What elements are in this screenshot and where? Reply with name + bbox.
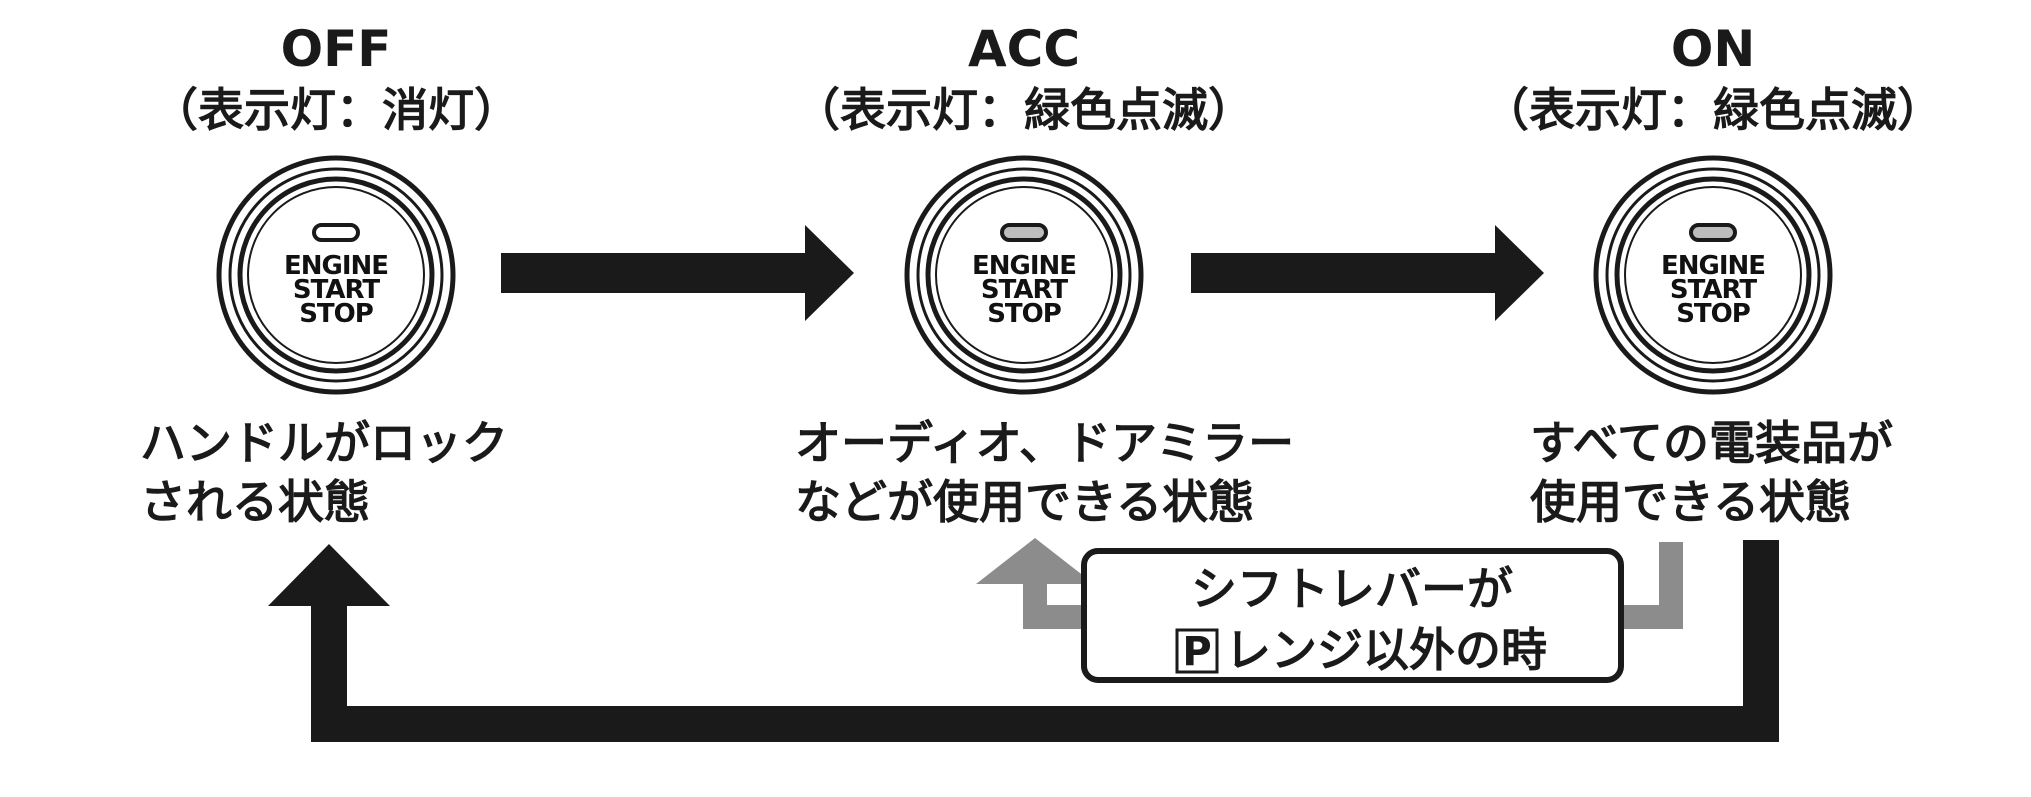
indicator-status-on: （表示灯：緑色点滅） <box>1483 83 1943 137</box>
button-label-line2: START <box>1670 275 1757 305</box>
state-off: OFF （表示灯：消灯） ENGINE START STOP ハンドルがロック … <box>140 20 520 529</box>
engine-start-stop-button-on: ENGINE START STOP <box>1593 155 1833 395</box>
button-label-line2: START <box>981 275 1068 305</box>
state-title-off: OFF <box>281 20 392 78</box>
shift-condition-box: シフトレバーが P レンジ以外の時 <box>1081 548 1624 683</box>
button-label-line3: STOP <box>299 299 373 329</box>
state-title-acc: ACC <box>968 20 1080 78</box>
p-range-symbol <box>1175 628 1219 674</box>
state-description-on-line2: 使用できる状態 <box>1530 475 1851 529</box>
indicator-status-off: （表示灯：消灯） <box>152 83 520 137</box>
state-acc: ACC （表示灯：緑色点滅） ENGINE START STOP オーディオ、ド… <box>794 20 1294 529</box>
button-label-line3: STOP <box>987 299 1061 329</box>
state-description-off-line2: される状態 <box>140 475 370 529</box>
indicator-status-acc: （表示灯：緑色点滅） <box>794 83 1254 137</box>
arrow-on-to-off-icon <box>268 540 1779 742</box>
arrow-off-to-acc-icon <box>501 225 854 321</box>
state-on: ON （表示灯：緑色点滅） ENGINE START STOP すべての電装品が… <box>1483 20 1943 529</box>
state-description-acc-line2: などが使用できる状態 <box>795 475 1254 529</box>
indicator-lamp-icon <box>1689 223 1737 242</box>
engine-start-stop-button-off: ENGINE START STOP <box>216 155 456 395</box>
indicator-lamp-icon <box>1000 223 1048 242</box>
state-description-off-line1: ハンドルがロック <box>140 416 508 470</box>
condition-line2: レンジ以外の時 <box>1225 623 1547 677</box>
arrow-acc-to-on-icon <box>1191 225 1544 321</box>
button-label-line1: ENGINE <box>1661 251 1765 281</box>
button-label-line2: START <box>293 275 380 305</box>
state-description-on-line1: すべての電装品が <box>1530 416 1893 470</box>
button-label-line1: ENGINE <box>284 251 388 281</box>
p-range-label: P <box>1182 629 1211 675</box>
state-description-acc-line1: オーディオ、ドアミラー <box>795 416 1294 470</box>
condition-line1: シフトレバーが <box>1191 562 1513 616</box>
state-title-on: ON <box>1671 20 1755 78</box>
button-label-line3: STOP <box>1676 299 1750 329</box>
button-label-line1: ENGINE <box>972 251 1076 281</box>
engine-start-stop-button-acc: ENGINE START STOP <box>904 155 1144 395</box>
indicator-lamp-icon <box>312 223 360 242</box>
